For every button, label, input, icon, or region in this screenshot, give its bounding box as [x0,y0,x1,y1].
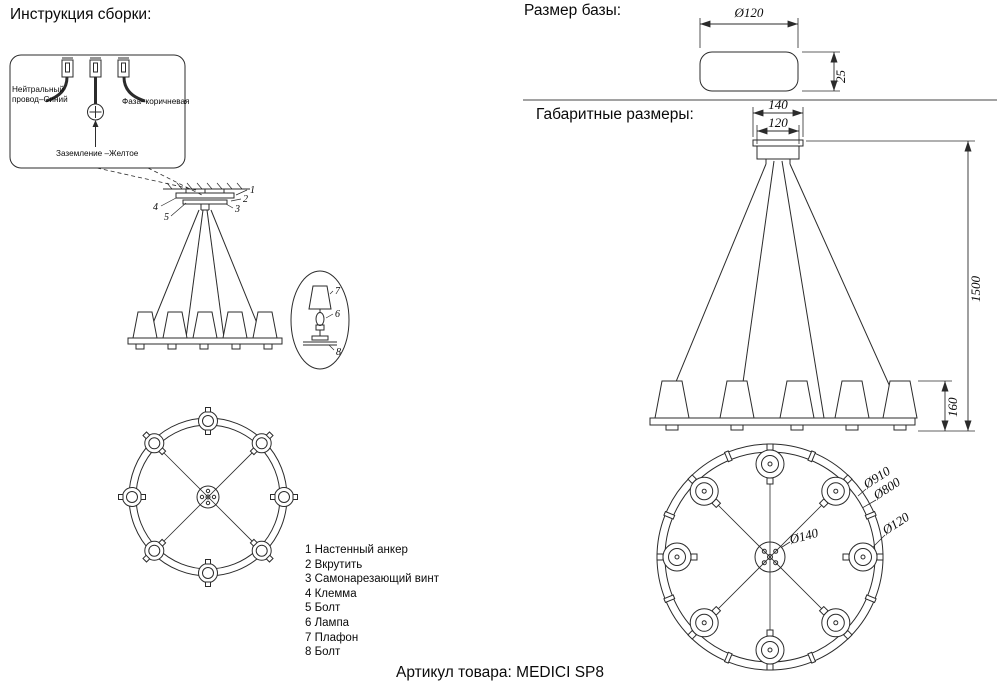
detail-leader-lines [96,167,205,197]
dimensions-panel: Ø120 25 [523,5,997,671]
parts-list-item: 6 Лампа [305,616,350,629]
dim-center-diameter: Ø140 [787,525,820,547]
callout-7: 7 [335,286,341,297]
base-size-title: Размер базы: [524,2,622,19]
callout-4: 4 [153,202,158,213]
lamp-detail-drawing [290,270,350,370]
phase-wire [122,76,146,103]
wiring-diagram [9,54,186,169]
callout-1: 1 [250,185,255,196]
assembly-instructions-title: Инструкция сборки: [10,6,152,23]
dim-base-height: 25 [833,70,848,84]
top-view-drawing [656,443,886,671]
ground-terminal-icon [87,103,104,121]
callout-2: 2 [243,194,248,205]
callout-3: 3 [234,204,240,215]
dim-lamp-diameter: Ø120 [879,509,913,538]
phase-wire-label: Фаза–коричневая [122,97,190,106]
parts-list-item: 1 Настенный анкер [305,544,408,556]
neutral-wire-label-line2: провод–Синий [12,95,68,104]
parts-list-item: 7 Плафон [305,631,359,644]
ground-wire-label: Заземление –Желтое [56,149,139,158]
base-drawing [699,18,840,92]
assembly-instructions-panel: Нейтральный провод–Синий Фаза–коричневая… [9,54,350,587]
callout-5: 5 [164,212,169,223]
dim-top-width: 140 [768,97,788,112]
parts-list-item: 5 Болт [305,602,341,615]
front-view-drawing [649,107,975,432]
parts-list-item: 2 Вкрутить [305,558,363,571]
parts-list-item: 3 Самонарезающий винт [305,573,439,586]
dim-top-inner: 120 [768,115,788,130]
top-view-left-drawing [118,407,298,587]
parts-list-item: 4 Клемма [305,587,357,600]
neutral-wire-label-line1: Нейтральный [12,85,64,94]
wire-connectors [61,57,130,78]
parts-list: 1 Настенный анкер 2 Вкрутить 3 Самонарез… [305,543,439,660]
product-article: Артикул товара: MEDICI SP8 [395,664,605,681]
neutral-wire [45,76,69,103]
dim-base-diameter: Ø120 [734,5,764,20]
parts-list-item: 8 Болт [305,646,341,659]
callout-6: 6 [335,309,340,320]
dim-total-height: 1500 [968,276,983,303]
chandelier-assembly-drawing [127,182,283,350]
dim-shade-height: 160 [945,397,960,417]
callout-8: 8 [336,347,341,358]
overall-dimensions-title: Габаритные размеры: [536,106,694,123]
